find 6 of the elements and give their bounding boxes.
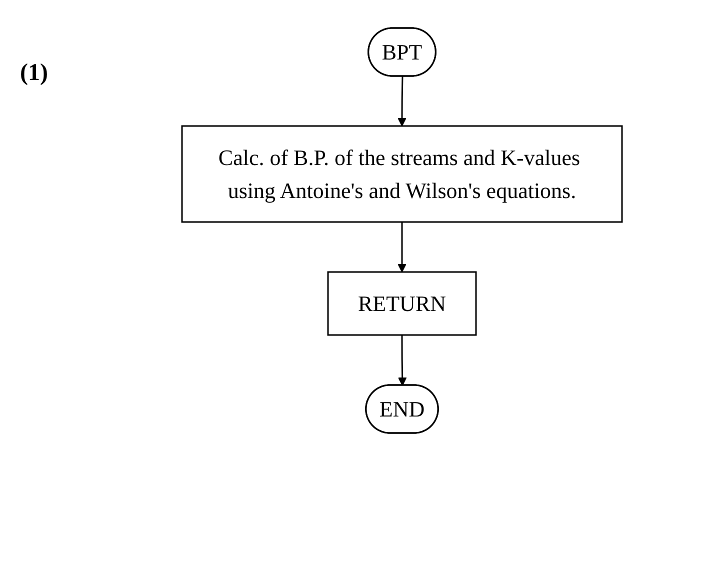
arrow <box>398 76 406 126</box>
node-box: RETURN <box>327 271 477 336</box>
node-box: Calc. of B.P. of the streams and K-values using Antoine's and Wilson's equations. <box>181 125 623 223</box>
figure-number: (1) <box>20 60 48 87</box>
arrow <box>398 335 407 386</box>
arrow <box>398 222 406 272</box>
